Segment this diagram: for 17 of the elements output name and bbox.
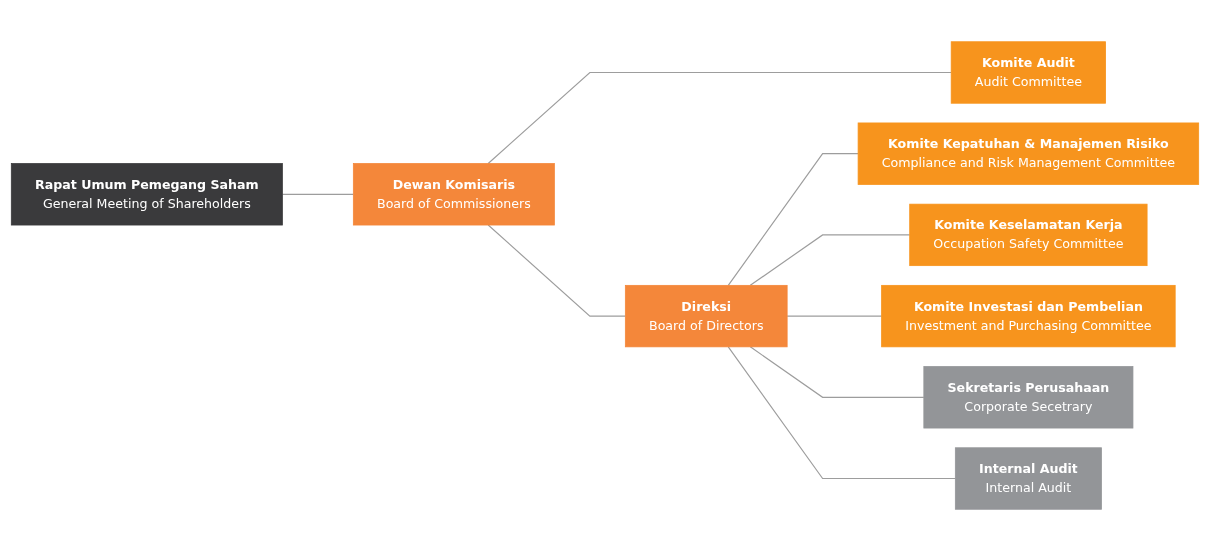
node-box: Dewan Komisaris Board of Commissioners bbox=[352, 162, 555, 225]
node-box: Internal Audit Internal Audit bbox=[954, 446, 1102, 510]
node-box: Komite Kepatuhan & Manajemen Risiko Compliance and Risk Management Committee bbox=[857, 122, 1200, 185]
connector bbox=[281, 193, 354, 195]
connector bbox=[749, 345, 925, 398]
connector bbox=[749, 233, 911, 286]
node-box: Komite Keselamatan Kerja Occupation Safety Committee bbox=[909, 203, 1148, 266]
node-box: Rapat Umum Pemegang Saham General Meeting of Shareholders bbox=[10, 162, 283, 225]
node-box: Komite Investasi dan Pembelian Investment and Purchasing Committee bbox=[881, 284, 1176, 347]
connector bbox=[786, 315, 883, 317]
connector bbox=[727, 345, 956, 479]
node-box: Komite Audit Audit Committee bbox=[950, 40, 1106, 104]
connector bbox=[487, 223, 626, 317]
node-box: Sekretaris Perusahaan Corporate Secetrary bbox=[923, 365, 1134, 428]
connector bbox=[487, 71, 952, 164]
node-box: Direksi Board of Directors bbox=[624, 284, 788, 347]
connector bbox=[727, 152, 859, 286]
